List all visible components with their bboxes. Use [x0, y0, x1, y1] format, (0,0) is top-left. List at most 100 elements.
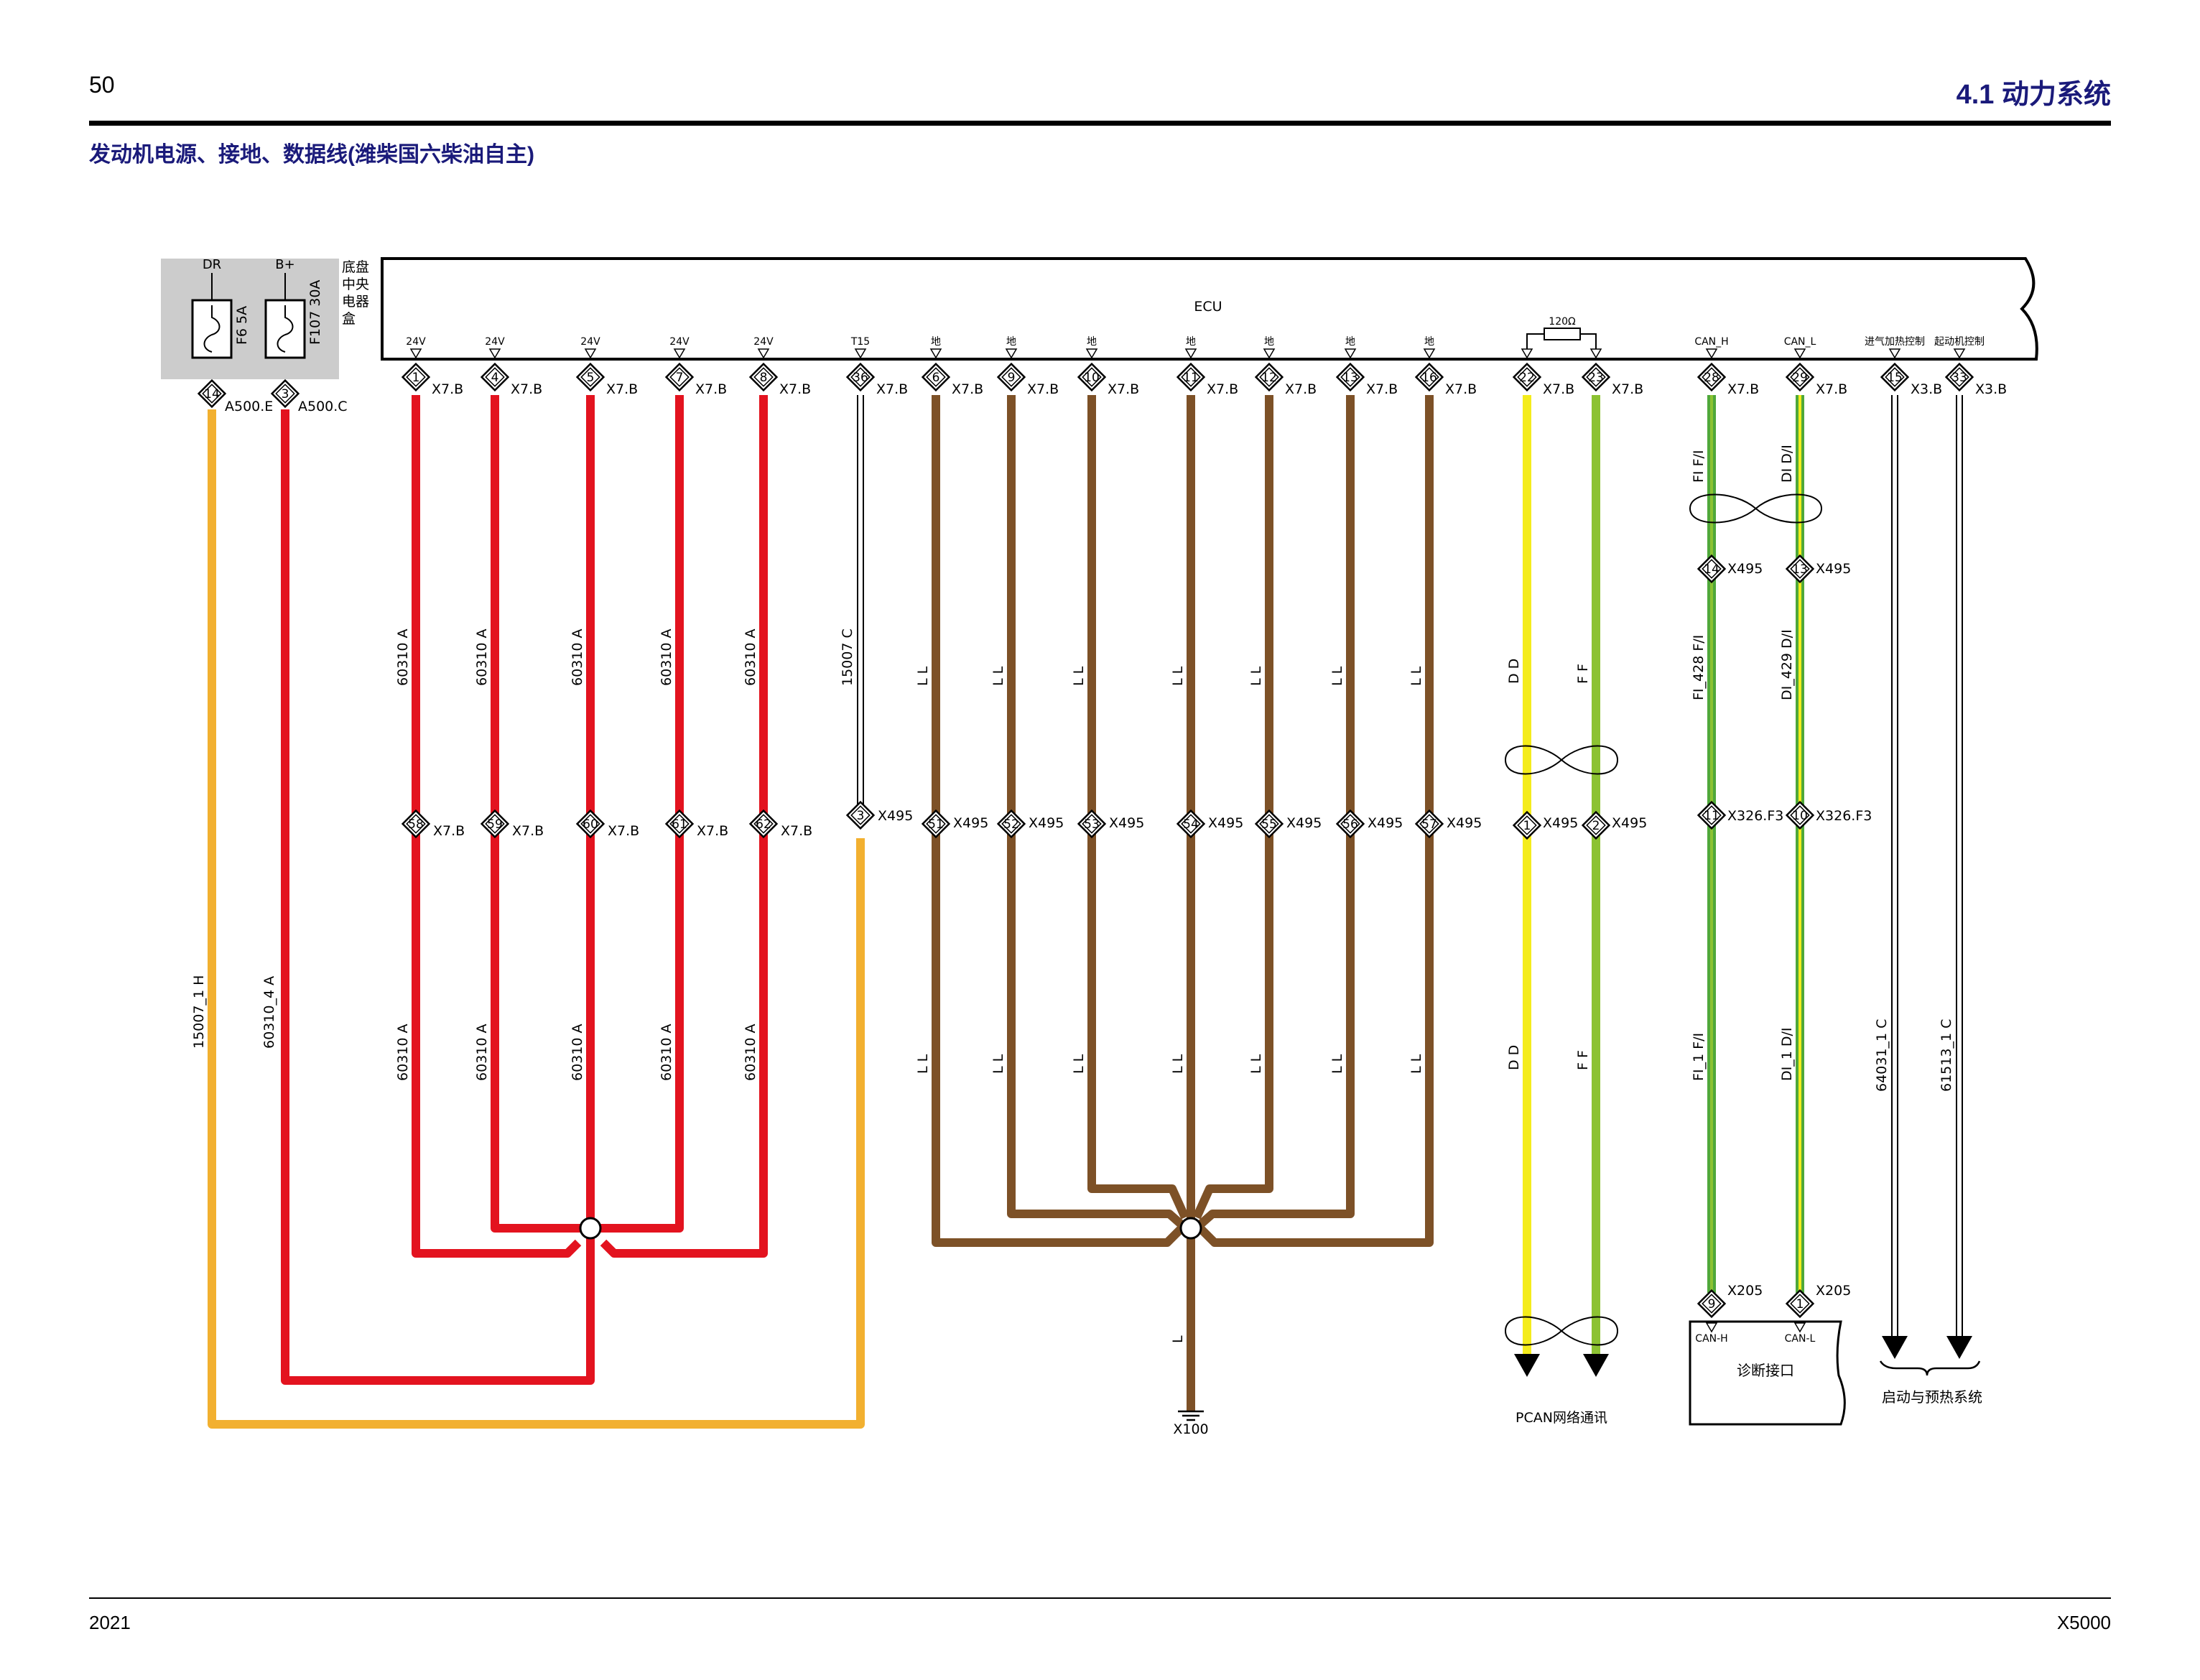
ecu-pin-connector: X7.B [1816, 381, 1847, 397]
pin-diamond-inner [926, 367, 946, 387]
wire-label-ground: L L [1329, 1054, 1345, 1074]
pin-diamond-inner [1586, 367, 1606, 387]
ecu-pin-marker [854, 348, 867, 359]
ecu-pin-8: 8 [748, 362, 779, 392]
pcan-arrow [1583, 1354, 1609, 1377]
fuse-box-label: 底盘 [342, 259, 369, 275]
pin-number: 60 [583, 817, 598, 832]
wire-label-ctrl: 64031_1 C [1874, 1019, 1890, 1092]
ecu-pin-connector: X7.B [876, 381, 908, 397]
pin-diamond-inner [1419, 367, 1439, 387]
ecu-pin-function: 进气加热控制 [1865, 336, 1925, 348]
inline-pin-can: 13 [1785, 554, 1815, 584]
pin-number: 3 [282, 387, 289, 402]
fuse-box-panel [161, 259, 339, 379]
diag-port-box [1689, 1320, 1846, 1426]
ecu-pin-marker [1184, 348, 1197, 359]
pin-diamond-inner [926, 814, 946, 834]
wire-label-can: DI_429 D/I [1779, 629, 1795, 700]
wire-label-ground: L L [1248, 666, 1264, 686]
inline-connector-label: X495 [1109, 815, 1144, 831]
ecu-pin-13: 13 [1335, 362, 1365, 392]
ecu-pin-marker [409, 348, 422, 359]
inline-pin-t15: 3 [845, 800, 876, 830]
ecu-pin-marker [1589, 348, 1602, 359]
wire-label-ground: L L [1170, 1054, 1186, 1074]
inline-pin-can: 14 [1697, 554, 1727, 584]
pin-number: 58 [408, 817, 424, 832]
inline-pin-ground: 55 [1254, 809, 1284, 839]
pin-number: 28 [1704, 371, 1719, 385]
pin-diamond-inner [485, 367, 505, 387]
ecu-pin-33: 33 [1944, 362, 1974, 392]
pcan-twist-symbol [1504, 1316, 1619, 1346]
wire-label-power: 60310 A [659, 1024, 674, 1081]
ecu-pin-11: 11 [1176, 362, 1206, 392]
ecu-pin-marker [673, 348, 686, 359]
ecu-pin-connector: X7.B [1207, 381, 1238, 397]
wire-label-power: 60310 A [395, 629, 411, 686]
pin-diamond-inner [1790, 1294, 1810, 1314]
fuse-connector-pin: 3 [270, 379, 300, 409]
ecu-pin-29: 29 [1785, 362, 1815, 392]
pin-diamond-inner [580, 814, 600, 834]
ecu-pin-function: CAN_L [1784, 336, 1816, 348]
pin-diamond-inner [1181, 367, 1201, 387]
pin-diamond-inner [850, 367, 871, 387]
wire-label-ground: L L [1408, 666, 1424, 686]
inline-connector-label: X495 [1208, 815, 1243, 831]
wire-label-power: 60310 A [570, 1024, 585, 1081]
fuse-connector-label: A500.C [298, 399, 348, 414]
ground-point-label: X100 [1173, 1421, 1208, 1437]
ecu-pin-marker [1263, 348, 1276, 359]
wire-label-pcan: D D [1506, 659, 1522, 684]
pin-diamond-inner [202, 384, 222, 404]
diagram-title: 发动机电源、接地、数据线(潍柴国六柴油自主) [89, 143, 534, 167]
pin-diamond-inner [1517, 815, 1537, 835]
pin-number: 9 [1008, 371, 1016, 385]
inline-pin-power: 58 [401, 809, 431, 839]
ecu-pin-marker [1005, 348, 1018, 359]
ecu-pin-connector: X3.B [1911, 381, 1942, 397]
wire-label-power: 60310 A [743, 629, 758, 686]
wire-label-ground: L L [915, 666, 931, 686]
ctrl-arrow [1882, 1336, 1908, 1359]
pin-diamond-inner [1082, 814, 1102, 834]
ecu-pin-function: T15 [850, 336, 870, 348]
pin-diamond-inner [1001, 367, 1021, 387]
pin-number: 52 [1003, 817, 1019, 832]
pin-diamond-inner [1001, 814, 1021, 834]
ecu-pin-7: 7 [664, 362, 695, 392]
inline-pin-pcan: 1 [1512, 810, 1542, 840]
pin-diamond-inner [406, 814, 426, 834]
inline-connector-label: X495 [1368, 815, 1403, 831]
ecu-pin-function: 地 [1424, 336, 1434, 348]
inline-pin-ground: 56 [1335, 809, 1365, 839]
wire-label-ground: L L [1071, 1054, 1087, 1074]
pin-diamond-inner [1790, 559, 1810, 579]
inline-connector-label: X495 [953, 815, 988, 831]
fuse-icon [203, 305, 221, 353]
inline-connector-label: X326.F3 [1727, 808, 1783, 824]
inline-pin-power: 62 [748, 809, 779, 839]
wire-label-ground: L L [1408, 1054, 1424, 1074]
ecu-pin-connector: X7.B [1285, 381, 1317, 397]
ecu-pin-connector: X7.B [1108, 381, 1139, 397]
footer-model: X5000 [2056, 1612, 2111, 1633]
wire-label-ground: L L [1170, 666, 1186, 686]
inline-connector-label: X495 [1286, 815, 1322, 831]
pin-number: 3 [857, 809, 865, 823]
wire-label-can: FI_1 F/I [1691, 1033, 1707, 1081]
pin-number: 36 [853, 371, 868, 385]
diag-pin-label: CAN-H [1695, 1333, 1727, 1345]
wire-label-can: DI_1 D/I [1779, 1028, 1795, 1082]
ecu-pin-function: 起动机控制 [1934, 336, 1985, 348]
ecu-pin-connector: X7.B [779, 381, 811, 397]
pin-number: 5 [587, 371, 595, 385]
ecu-pin-28: 28 [1697, 362, 1727, 392]
pin-diamond-inner [1340, 814, 1360, 834]
ecu-pin-16: 16 [1414, 362, 1444, 392]
inline-connector-label: X495 [1816, 561, 1851, 577]
pin-number: 15 [1887, 371, 1903, 385]
